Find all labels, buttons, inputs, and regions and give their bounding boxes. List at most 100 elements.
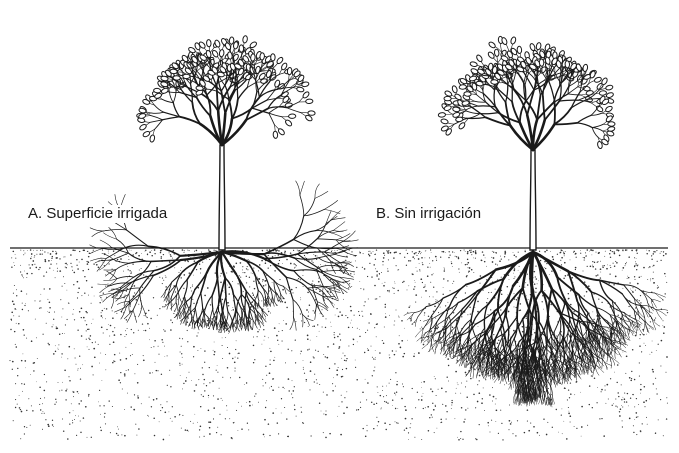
branch	[151, 112, 164, 113]
soil-speckle	[438, 312, 439, 313]
soil-speckle	[605, 403, 606, 404]
soil-speckle	[452, 308, 453, 309]
soil-speckle	[409, 318, 410, 319]
soil-speckle	[46, 323, 47, 324]
soil-speckle	[98, 344, 99, 345]
soil-speckle	[80, 421, 81, 422]
soil-speckle	[252, 292, 253, 293]
soil-speckle	[134, 292, 135, 293]
soil-speckle	[11, 266, 12, 267]
soil-speckle	[443, 251, 445, 253]
soil-speckle	[19, 395, 20, 396]
soil-speckle	[220, 276, 221, 277]
soil-speckle	[209, 259, 210, 260]
root	[98, 284, 111, 285]
soil-speckle	[273, 378, 274, 379]
soil-speckle	[637, 299, 638, 300]
soil-speckle	[160, 252, 161, 253]
soil-speckle	[339, 311, 340, 312]
soil-speckle	[23, 329, 25, 331]
soil-speckle	[192, 284, 193, 285]
soil-speckle	[362, 316, 363, 317]
soil-speckle	[185, 380, 187, 382]
soil-speckle	[100, 414, 101, 415]
soil-speckle	[636, 265, 637, 266]
soil-speckle	[65, 263, 67, 265]
soil-speckle	[14, 331, 15, 332]
soil-speckle	[640, 302, 641, 303]
soil-speckle	[592, 312, 593, 313]
soil-speckle	[564, 262, 566, 264]
soil-speckle	[88, 349, 89, 350]
soil-speckle	[39, 301, 40, 302]
soil-speckle	[440, 257, 441, 258]
soil-speckle	[434, 432, 435, 433]
soil-speckle	[377, 425, 378, 426]
soil-speckle	[658, 344, 659, 345]
soil-speckle	[353, 338, 354, 339]
bud	[440, 118, 448, 124]
soil-speckle	[601, 389, 603, 391]
soil-speckle	[20, 438, 21, 439]
soil-speckle	[607, 265, 608, 266]
soil-speckle	[80, 432, 81, 433]
soil-speckle	[45, 261, 47, 263]
bud	[277, 128, 285, 136]
soil-speckle	[246, 276, 247, 277]
soil-speckle	[172, 322, 173, 323]
soil-speckle	[191, 380, 192, 381]
soil-speckle	[485, 258, 486, 259]
soil-speckle	[433, 311, 434, 312]
soil-speckle	[490, 309, 491, 310]
soil-speckle	[128, 269, 129, 270]
branch	[163, 117, 180, 120]
soil-speckle	[568, 293, 569, 294]
soil-speckle	[432, 403, 433, 404]
soil-speckle	[652, 278, 653, 279]
soil-speckle	[404, 328, 405, 329]
soil-speckle	[652, 266, 653, 267]
soil-speckle	[597, 387, 598, 388]
root	[127, 310, 133, 322]
soil-speckle	[237, 430, 238, 431]
soil-speckle	[104, 416, 105, 417]
soil-speckle	[188, 431, 189, 432]
soil-speckle	[61, 357, 62, 358]
soil-speckle	[640, 295, 641, 296]
soil-speckle	[284, 302, 286, 304]
soil-speckle	[201, 252, 202, 253]
soil-speckle	[125, 295, 126, 296]
soil-speckle	[349, 261, 350, 262]
soil-speckle	[341, 401, 342, 402]
soil-speckle	[443, 351, 444, 352]
root	[272, 297, 274, 307]
soil-speckle	[299, 250, 300, 251]
branch	[554, 123, 577, 124]
soil-speckle	[175, 291, 176, 292]
root	[140, 288, 142, 304]
soil-speckle	[126, 290, 127, 291]
soil-speckle	[384, 327, 385, 328]
soil-speckle	[40, 307, 41, 308]
soil-speckle	[278, 331, 279, 332]
soil-speckle	[331, 251, 332, 252]
soil-speckle	[382, 283, 383, 284]
soil-speckle	[137, 397, 139, 399]
soil-speckle	[310, 361, 312, 363]
soil-speckle	[295, 255, 296, 256]
soil-speckle	[326, 357, 328, 359]
soil-speckle	[634, 265, 635, 266]
soil-speckle	[22, 309, 23, 310]
soil-speckle	[277, 305, 278, 306]
soil-speckle	[298, 250, 299, 251]
soil-speckle	[661, 340, 663, 342]
soil-speckle	[283, 320, 284, 321]
soil-speckle	[207, 287, 209, 289]
soil-speckle	[52, 251, 54, 253]
soil-speckle	[491, 420, 492, 421]
soil-speckle	[32, 264, 34, 266]
soil-speckle	[460, 360, 461, 361]
soil-speckle	[392, 287, 393, 288]
soil-speckle	[444, 270, 446, 272]
soil-speckle	[646, 334, 647, 335]
